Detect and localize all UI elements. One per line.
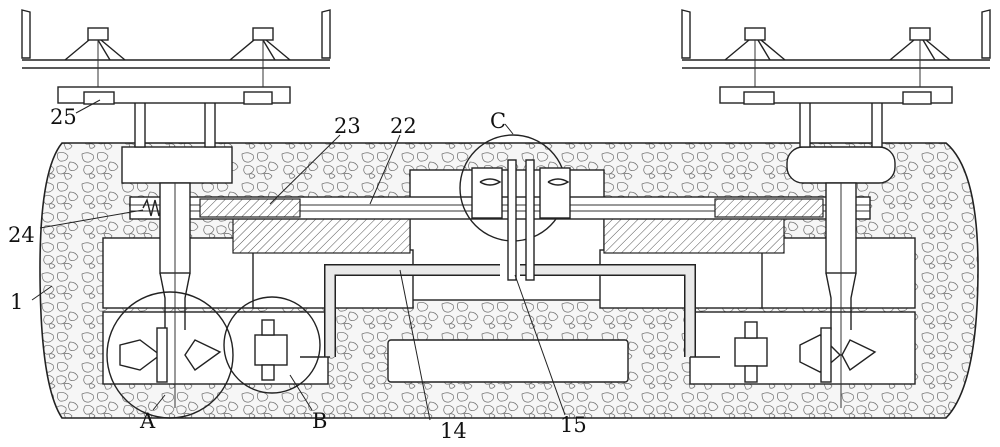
right-top-platform xyxy=(681,9,991,105)
leader-lines xyxy=(31,99,566,421)
label-22: 22 xyxy=(390,114,417,138)
detail-circle-c xyxy=(459,134,571,281)
label-b: B xyxy=(312,409,327,433)
label-23: 23 xyxy=(334,114,361,138)
label-1: 1 xyxy=(10,290,23,314)
label-15: 15 xyxy=(560,413,587,437)
label-24: 24 xyxy=(8,223,35,247)
left-top-platform xyxy=(21,9,331,105)
label-c: C xyxy=(490,109,506,133)
detail-circle-a xyxy=(106,291,234,419)
part-labels: 1 14 15 22 23 24 25 A B C xyxy=(8,105,587,443)
right-detail-mechanism xyxy=(734,321,877,383)
detail-circle-b xyxy=(223,296,321,394)
hatched-plates xyxy=(232,217,785,254)
label-25: 25 xyxy=(50,105,77,129)
label-a: A xyxy=(139,409,156,433)
pipe-14 xyxy=(300,264,720,358)
left-column xyxy=(134,101,216,408)
label-14: 14 xyxy=(440,419,467,443)
